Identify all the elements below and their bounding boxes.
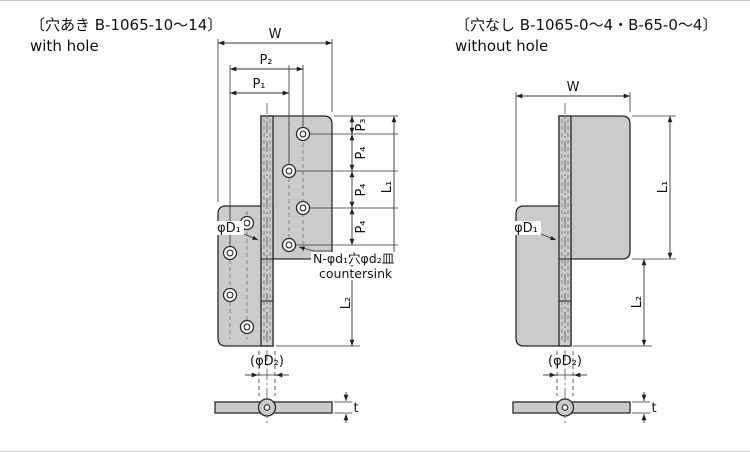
left-bottom-view: t [214, 392, 359, 423]
left-dim-phi-d2: (φD₂) [245, 351, 289, 396]
dim-label-phi-d2: (φD₂) [250, 354, 284, 369]
dim-label-p3: P₃ [354, 118, 369, 131]
dim-label-l2: L₂ [630, 296, 645, 308]
countersink-hole [222, 287, 238, 303]
dim-label-p4: P₄ [354, 220, 369, 233]
countersink-holes [222, 126, 311, 335]
right-header: 〔穴なし B-1065-0〜4・B-65-0〜4〕 without hole [455, 15, 717, 57]
left-header-jp: 〔穴あき B-1065-10〜14〕 [30, 16, 223, 34]
left-header-en: with hole [30, 37, 99, 55]
left-header: 〔穴あき B-1065-10〜14〕 with hole [30, 15, 222, 57]
dim-label-phi-d2: (φD₂) [548, 354, 582, 369]
countersink-hole [222, 245, 238, 261]
dim-label-w: W [567, 80, 580, 95]
right-pin-end [561, 404, 569, 411]
left-left-leaf [217, 205, 274, 347]
countersink-hole [281, 163, 297, 179]
countersink-note: N-φd₁穴φd₂皿 countersink [298, 246, 403, 281]
countersink-note-en: countersink [319, 266, 393, 281]
left-dim-p-chain: P₃ P₄ P₄ P₄ [349, 116, 369, 245]
right-bottom-view: t [512, 392, 657, 423]
left-dim-l1: L₁ [380, 116, 397, 259]
right-dim-phi-d2: (φD₂) [543, 351, 587, 396]
dim-label-p1: P₁ [252, 77, 265, 92]
dim-label-l2: L₂ [339, 297, 354, 309]
right-header-jp: 〔穴なし B-1065-0〜4・B-65-0〜4〕 [455, 16, 718, 34]
left-diagram: W P₂ P₁ [214, 27, 403, 425]
countersink-hole [281, 237, 297, 253]
dim-label-t: t [353, 401, 358, 416]
left-pin-end [263, 404, 271, 411]
dim-label-p4: P₄ [354, 183, 369, 196]
dim-label-phi-d1: φD₁ [217, 221, 241, 236]
countersink-hole [239, 319, 255, 335]
countersink-hole [295, 200, 311, 216]
right-header-en: without hole [455, 37, 549, 55]
left-dim-p: P₂ P₁ [229, 53, 304, 247]
right-left-leaf [515, 205, 572, 347]
dim-label-p2: P₂ [259, 53, 272, 68]
dim-label-l1: L₁ [656, 181, 671, 193]
dim-label-l1: L₁ [380, 181, 395, 193]
dim-label-p4: P₄ [354, 146, 369, 159]
right-dim-l1: L₁ [632, 115, 676, 260]
right-diagram: W L₁ L₂ φD₁ [511, 80, 676, 425]
countersink-note-jp: N-φd₁穴φd₂皿 [313, 251, 395, 266]
left-dim-w: W [217, 27, 333, 202]
dim-label-w: W [269, 27, 282, 42]
right-right-leaf [558, 115, 631, 260]
right-dim-l2: L₂ [573, 258, 652, 347]
dim-label-t: t [651, 401, 656, 416]
right-dim-phi-d1: φD₁ [511, 221, 557, 241]
left-dim-phi-d1: φD₁ [214, 221, 259, 241]
dim-label-phi-d1: φD₁ [514, 221, 538, 236]
right-dim-w: W [515, 80, 631, 202]
countersink-hole [295, 126, 311, 142]
